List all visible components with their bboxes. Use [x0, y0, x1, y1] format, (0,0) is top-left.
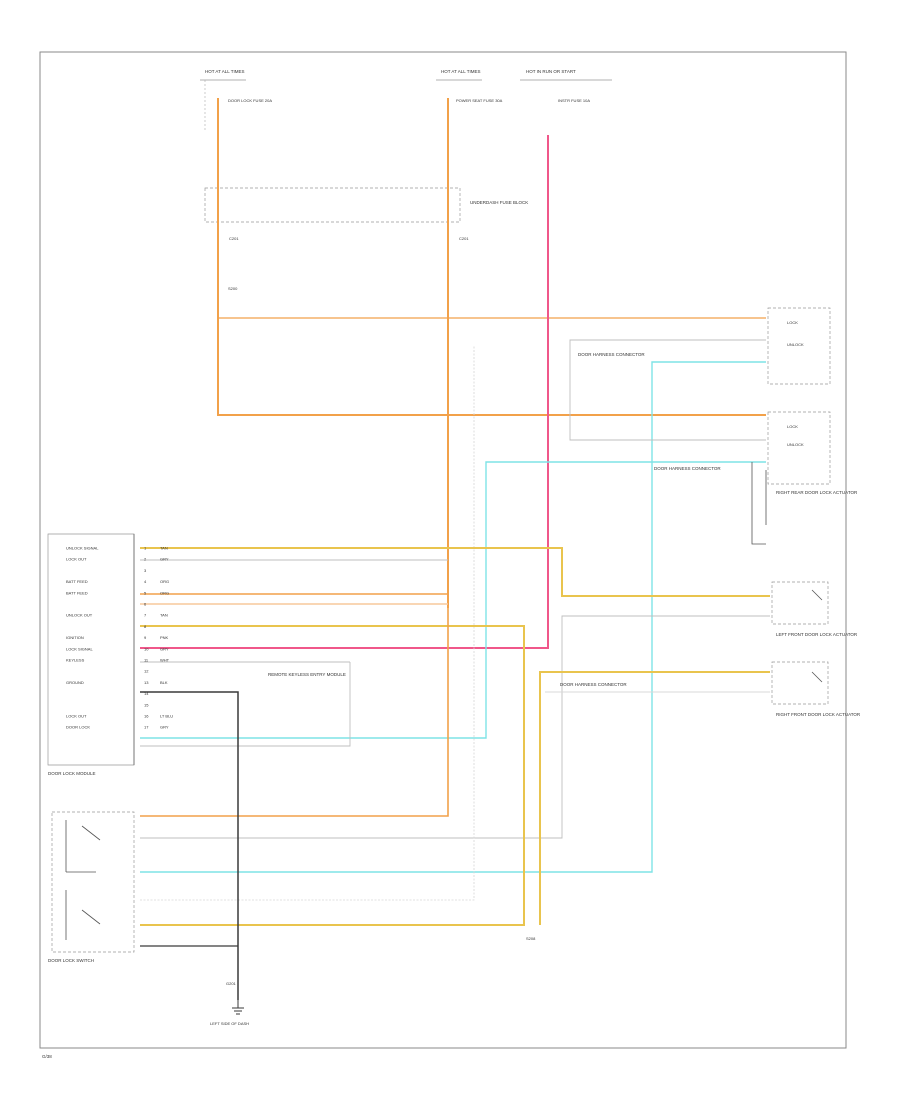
module-pin-name: IGNITION	[66, 635, 84, 640]
fuse-3-detail: INSTR FUSE 10A	[558, 98, 590, 103]
left-rear-actuator: LOCK UNLOCK	[767, 307, 831, 385]
module-pin-name: LOCK OUT	[66, 557, 87, 562]
footer-code: G/38	[42, 1054, 52, 1059]
fuse-3-group: HOT IN RUN OR START INSTR FUSE 10A	[520, 69, 612, 103]
module-pin-wire-tag: ORG	[160, 590, 169, 595]
module-pin-wire-tag: ORG	[160, 579, 169, 584]
wire-gray-5	[140, 615, 770, 839]
driver-actuator	[771, 581, 829, 625]
module-pin-name: KEYLESS	[66, 658, 85, 663]
wire-pink-ignition	[140, 135, 549, 649]
module-pin-wire-tag: TAN	[160, 546, 168, 551]
module-pin-number: 12	[144, 669, 149, 674]
module-pin-number: 8	[144, 624, 147, 629]
module-pin-number: 7	[144, 613, 147, 618]
module-pin-wire-tag: LT BLU	[160, 714, 173, 719]
door-harness-label-3: DOOR HARNESS CONNECTOR	[560, 682, 627, 687]
fuse-1-detail: DOOR LOCK FUSE 20A	[228, 98, 272, 103]
wire-black-ground	[140, 691, 239, 1000]
svg-text:UNLOCK: UNLOCK	[787, 442, 804, 447]
module-pin-name: UNLOCK OUT	[66, 613, 93, 618]
module-pin-wire-tag: GRY	[160, 646, 169, 651]
module-pin-wire-tag: BLK	[160, 680, 168, 685]
keyless-label: REMOTE KEYLESS ENTRY MODULE	[268, 672, 346, 677]
module-pin-number: 4	[144, 579, 147, 584]
diagram-frame	[39, 51, 847, 1049]
module-pin-number: 3	[144, 568, 147, 573]
fuse-1-label: HOT AT ALL TIMES	[205, 69, 245, 74]
svg-text:LOCK: LOCK	[787, 320, 798, 325]
bottom-splice-label: S208	[526, 936, 536, 941]
ground-detail: LEFT SIDE OF DASH	[210, 1021, 249, 1026]
module-pin-number: 14	[144, 691, 149, 696]
passenger-actuator-label: RIGHT FRONT DOOR LOCK ACTUATOR	[776, 712, 861, 717]
module-pin-number: 2	[144, 557, 147, 562]
wire-orange-main	[217, 98, 766, 416]
wire-gray-6	[140, 345, 475, 901]
module-pin-number: 1	[144, 546, 147, 551]
junction-block-label: UNDERDASH FUSE BLOCK	[470, 200, 528, 205]
module-pin-number: 9	[144, 635, 147, 640]
conn-c201-label: C201	[229, 236, 239, 241]
module-pin-name: LOCK OUT	[66, 714, 87, 719]
module-pin-number: 5	[144, 590, 147, 595]
wire-orange-switch	[140, 608, 449, 817]
switch-label: DOOR LOCK SWITCH	[48, 958, 94, 963]
junction-block	[204, 187, 461, 223]
module-pin-name: BATT FEED	[66, 579, 88, 584]
right-rear-actuator-label: RIGHT REAR DOOR LOCK ACTUATOR	[776, 490, 858, 495]
ground-symbol	[232, 1000, 244, 1015]
svg-text:UNLOCK: UNLOCK	[787, 342, 804, 347]
module-pin-number: 15	[144, 702, 149, 707]
svg-text:LOCK: LOCK	[787, 424, 798, 429]
module-pin-number: 16	[144, 714, 149, 719]
wire-cyan-lower	[140, 461, 766, 739]
wire-cyan-upper	[140, 361, 766, 873]
module-pin-wire-tag: PNK	[160, 635, 169, 640]
module-pin-name: UNLOCK SIGNAL	[66, 546, 99, 551]
module-pin-wire-tag: TAN	[160, 613, 168, 618]
fuse-2-group: HOT AT ALL TIMES POWER SEAT FUSE 30A	[436, 69, 503, 103]
fuse-2-detail: POWER SEAT FUSE 30A	[456, 98, 503, 103]
wire-rear-ground	[751, 462, 766, 545]
module-pin-name: LOCK SIGNAL	[66, 646, 93, 651]
wire-tan-2	[140, 625, 525, 926]
driver-actuator-label: LEFT FRONT DOOR LOCK ACTUATOR	[776, 632, 858, 637]
door-lock-switch	[51, 811, 135, 953]
door-lock-module	[47, 533, 135, 766]
splice-s200-label: S200	[228, 286, 238, 291]
fuse-1-group: HOT AT ALL TIMES DOOR LOCK FUSE 20A	[200, 69, 272, 130]
wire-gray-4	[140, 662, 351, 747]
module-pin-name: DOOR LOCK	[66, 725, 90, 730]
fuse-3-label: HOT IN RUN OR START	[526, 69, 576, 74]
fuse-2-label: HOT AT ALL TIMES	[441, 69, 481, 74]
wire-gray-1	[569, 339, 766, 441]
module-pin-wire-tag: GRY	[160, 725, 169, 730]
wire-tan-3	[539, 671, 770, 925]
conn-c201b-label: C201	[459, 236, 469, 241]
module-pin-wire-tag: GRY	[160, 557, 169, 562]
lock-module-label: DOOR LOCK MODULE	[48, 771, 96, 776]
right-rear-actuator: LOCK UNLOCK	[767, 411, 831, 485]
module-pin-name: GROUND	[66, 680, 84, 685]
module-pin-name: BATT FEED	[66, 590, 88, 595]
module-pin-number: 10	[144, 646, 149, 651]
module-pin-number: 17	[144, 725, 149, 730]
ground-label: G201	[226, 981, 237, 986]
wire-tan-1	[140, 547, 770, 597]
module-pin-number: 6	[144, 602, 147, 607]
door-harness-label-1: DOOR HARNESS CONNECTOR	[578, 352, 645, 357]
passenger-actuator	[771, 661, 829, 705]
door-harness-label-2: DOOR HARNESS CONNECTOR	[654, 466, 721, 471]
module-pin-number: 13	[144, 680, 149, 685]
module-pin-number: 11	[144, 658, 149, 663]
module-pin-wire-tag: WHT	[160, 658, 170, 663]
